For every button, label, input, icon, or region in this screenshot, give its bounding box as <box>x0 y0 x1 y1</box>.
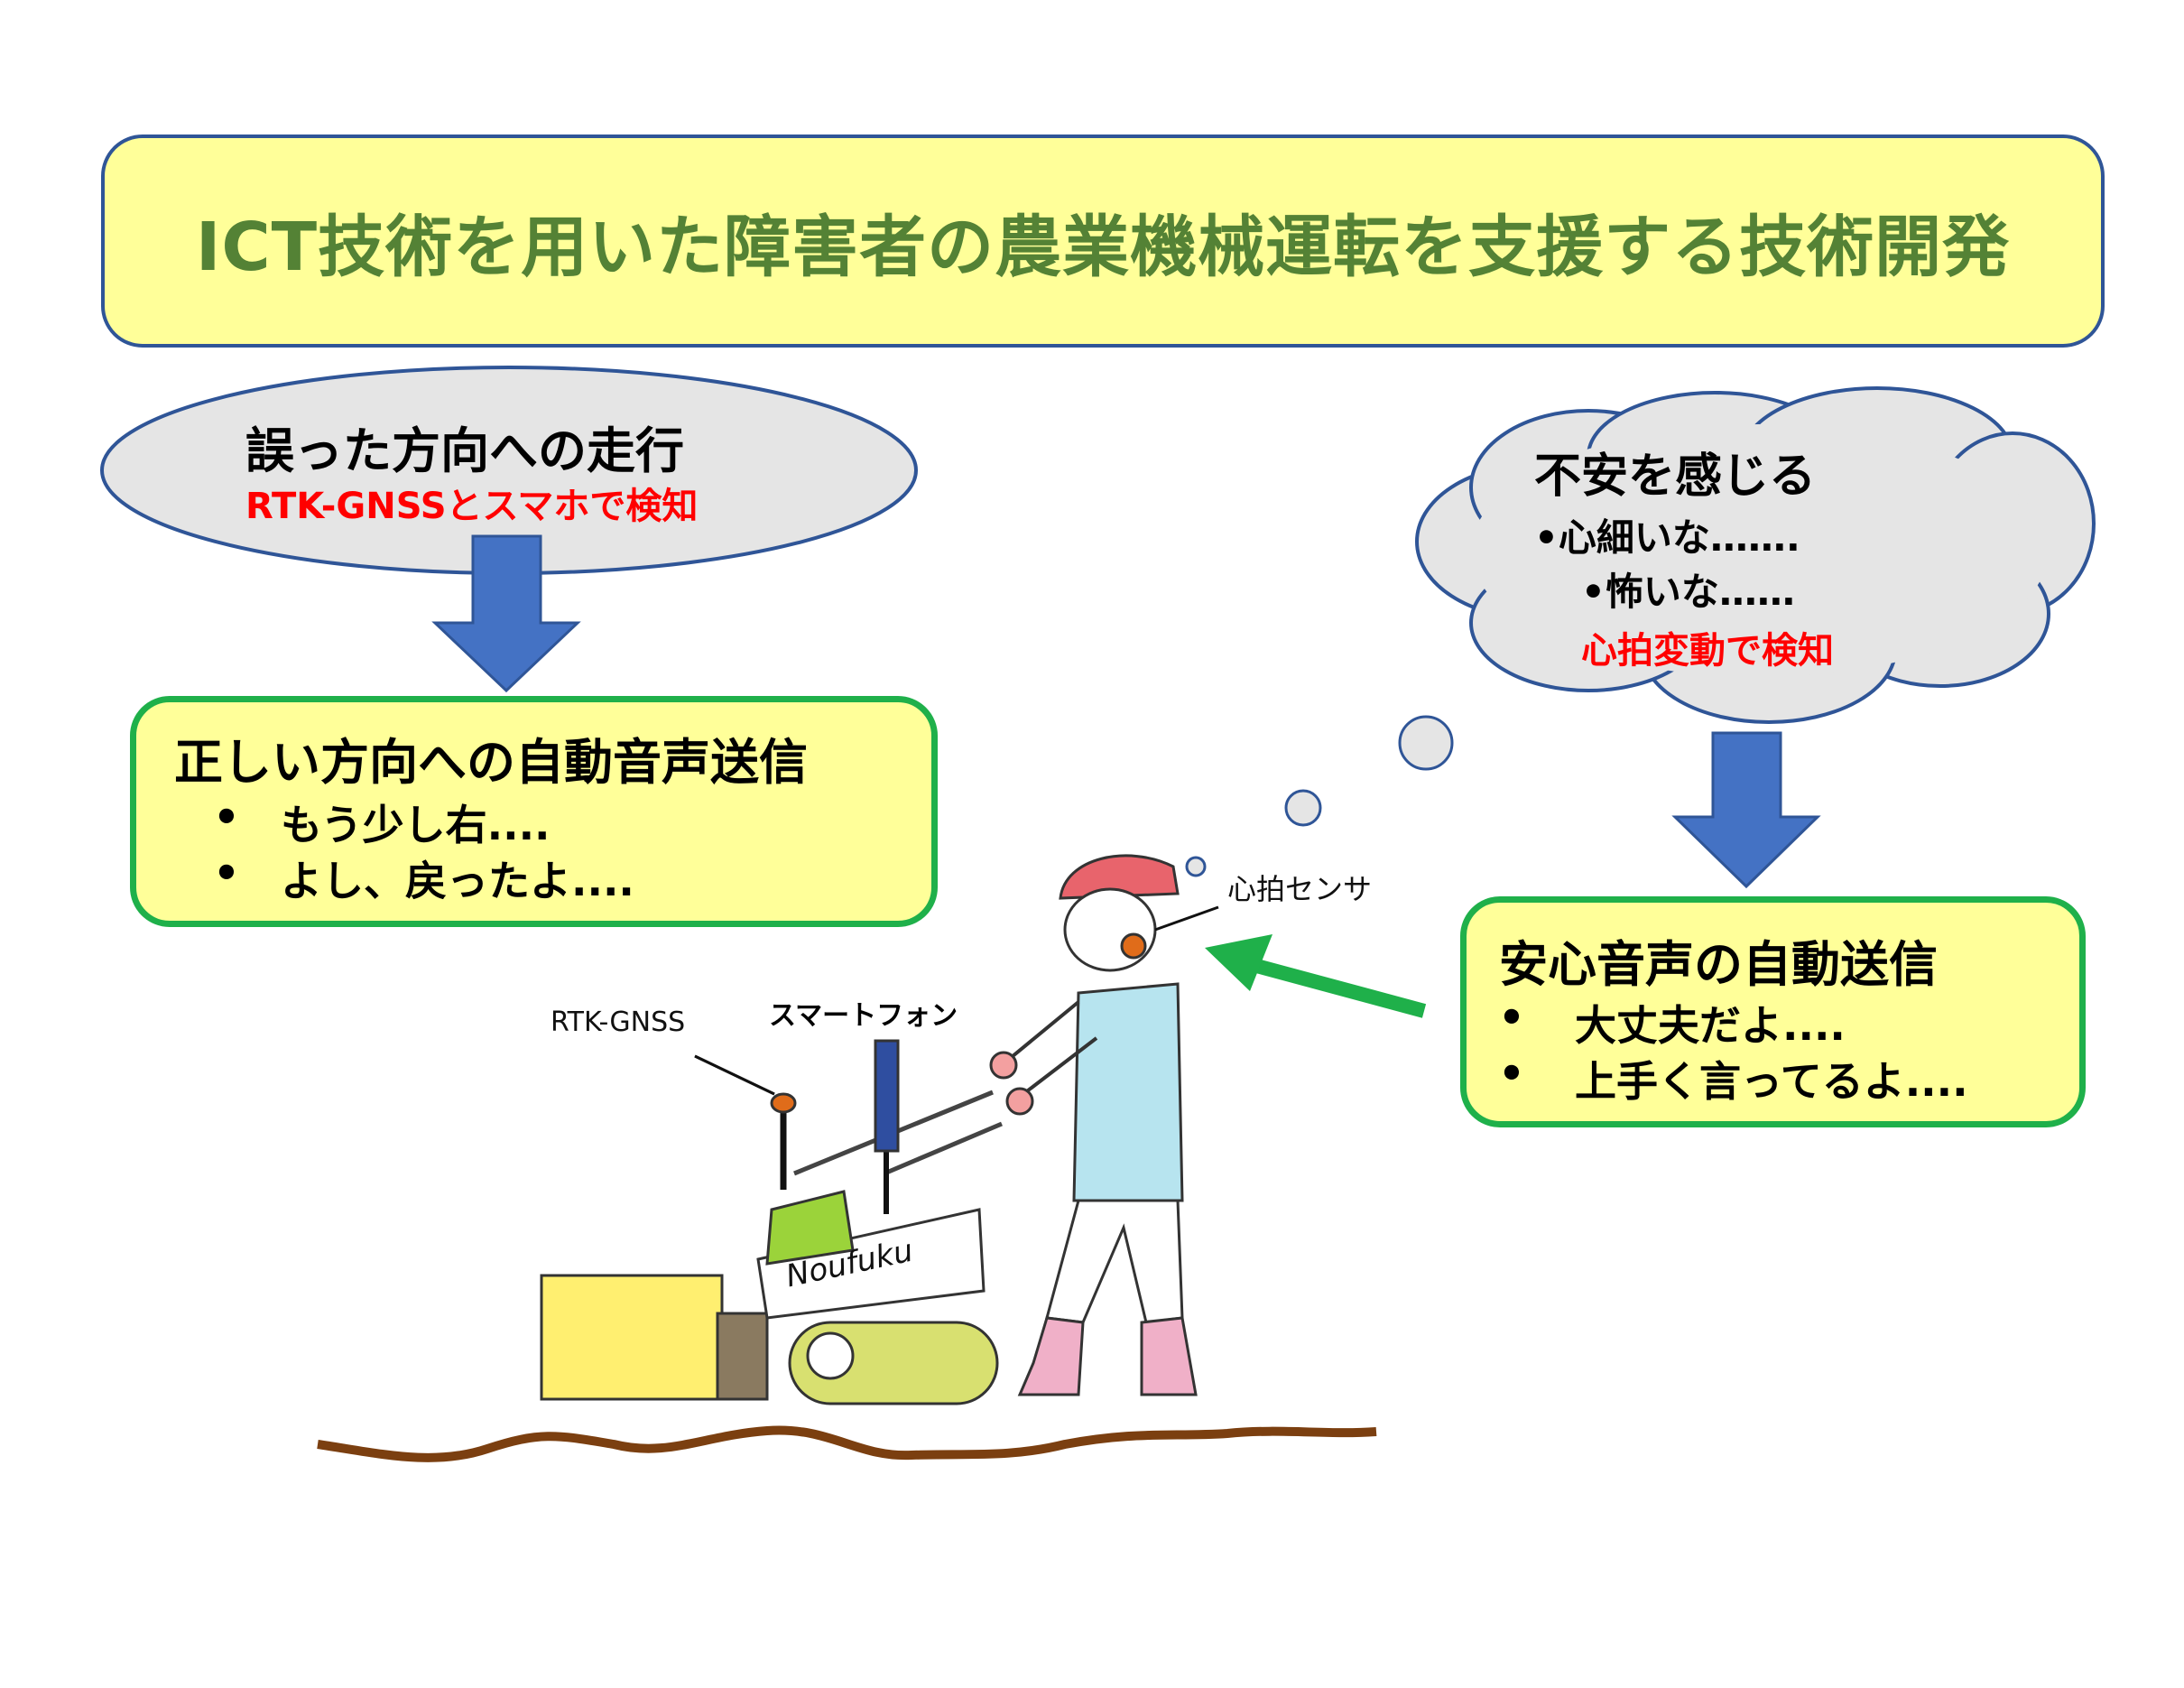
bullet: • <box>1498 993 1525 1042</box>
smartphone-label: スマートフォン <box>769 1000 958 1032</box>
down-arrow-right <box>1671 731 1821 889</box>
cloud-item: •怖いな…… <box>1581 570 1795 614</box>
right-box-heading: 安心音声の自動送信 <box>1499 936 1938 993</box>
left-box-heading: 正しい方向への自動音声送信 <box>174 734 808 791</box>
green-arrow <box>1205 934 1427 1018</box>
page-title: ICT技術を用いた障害者の農業機械運転を支援する技術開発 <box>195 208 2011 286</box>
bullet: • <box>213 849 240 897</box>
left-box-item: • もう少し右.... <box>190 793 550 852</box>
thought-bubble <box>1284 789 1322 827</box>
cloud-detection: 心拍変動で検知 <box>1581 630 1834 672</box>
title-banner: ICT技術を用いた障害者の農業機械運転を支援する技術開発 <box>101 134 2105 348</box>
left-box-item: • よし、戻ったよ.... <box>190 849 634 908</box>
problem-heading: 誤った方向への走行 <box>245 422 684 479</box>
right-box-item: • 上手く言ってるよ.... <box>1476 1049 1967 1108</box>
cultivator-illustration <box>540 1039 1003 1405</box>
heart-sensor-label: 心拍センサ <box>1227 872 1373 906</box>
right-reassurance-box: 安心音声の自動送信 • 大丈夫だよ.... • 上手く言ってるよ.... <box>1460 896 2086 1127</box>
ground-line <box>317 1425 1377 1462</box>
rtk-gnss-label: RTK-GNSS <box>551 1006 686 1038</box>
left-guidance-box: 正しい方向への自動音声送信 • もう少し右.... • よし、戻ったよ.... <box>130 696 938 927</box>
bullet: • <box>1498 1049 1525 1098</box>
farmer-illustration <box>989 854 1219 1396</box>
thought-bubble <box>1185 856 1207 877</box>
bullet: • <box>213 793 240 841</box>
cloud-heading: 不安を感じる <box>1534 450 1817 504</box>
right-box-item: • 大丈夫だよ.... <box>1476 993 1846 1053</box>
problem-detection: RTK-GNSSとスマホで検知 <box>245 486 699 527</box>
down-arrow-left <box>431 534 581 693</box>
cloud-item: •心細いな……. <box>1534 515 1800 560</box>
thought-bubble <box>1398 715 1454 771</box>
